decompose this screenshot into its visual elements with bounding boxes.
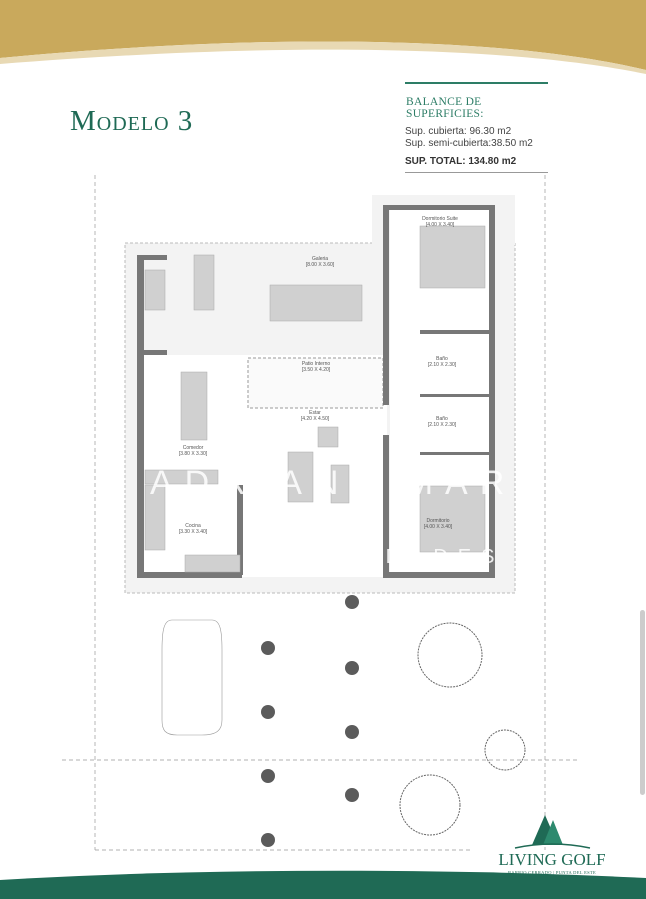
room-label-galeria: Galeria[8.00 X 3.60]: [305, 256, 335, 268]
green-footer: [0, 870, 646, 899]
banner-edge: [0, 41, 646, 74]
gold-banner: [0, 0, 646, 70]
room-label-comedor: Comedor[3.80 X 3.30]: [178, 445, 208, 457]
tree-icons: [399, 622, 526, 836]
living-golf-logo: LIVING GOLF BARRIO CERRADO | PUNTA DEL E…: [492, 815, 612, 875]
scrollbar[interactable]: [640, 610, 645, 795]
watermark-line2: PROPIEDADES: [250, 546, 505, 568]
logo-name: LIVING GOLF: [498, 850, 606, 869]
divider: [405, 82, 548, 84]
car-icon: [161, 619, 223, 736]
balance-heading: BALANCE DE SUPERFICIES:: [406, 96, 484, 120]
page-title: Modelo 3: [70, 105, 194, 137]
shrub-icons: [261, 595, 359, 847]
surface-balance: BALANCE DE SUPERFICIES: Sup. cubierta: 9…: [405, 82, 548, 173]
room-label-bano: Baño[2.10 X 2.30]: [427, 356, 457, 368]
room-label-estar: Estar[4.20 X 4.50]: [300, 410, 330, 422]
room-label-dormitorio-suite: Dormitorio Suite[4.00 X 3.40]: [422, 216, 458, 228]
divider: [405, 172, 548, 173]
logo-tagline: BARRIO CERRADO | PUNTA DEL ESTE: [507, 870, 597, 875]
semi-covered-area: Sup. semi-cubierta:38.50 m2: [405, 138, 533, 149]
watermark-line1: ADRIANA MARTIN: [150, 464, 607, 502]
dimension-lines: [62, 175, 580, 851]
total-area: SUP. TOTAL: 134.80 m2: [405, 156, 517, 167]
room-label-dormitorio: Dormitorio[4.00 X 3.40]: [423, 518, 453, 530]
room-label-bano: Baño[2.10 X 2.30]: [427, 416, 457, 428]
room-label-patio-interno: Patio Interno[3.50 X 4.20]: [301, 361, 331, 373]
floor-plan: [124, 195, 526, 847]
logo-trees-icon: [514, 815, 591, 849]
covered-area: Sup. cubierta: 96.30 m2: [405, 126, 512, 137]
room-label-cocina: Cocina[3.30 X 3.40]: [178, 523, 208, 535]
